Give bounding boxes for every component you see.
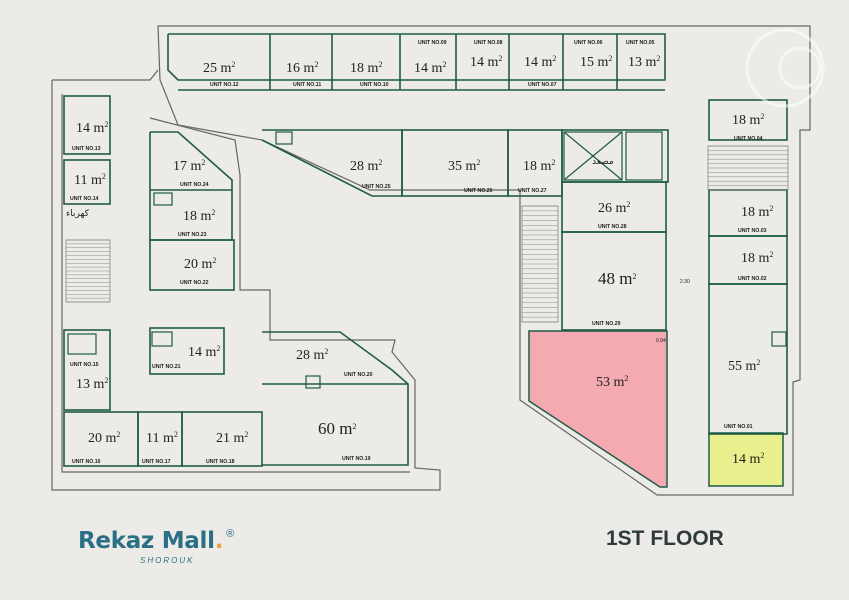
unit-area-label: 18 m2 xyxy=(523,158,555,174)
unit-number-label: UNIT NO.18 xyxy=(206,459,235,465)
unit-number-label: UNIT NO.03 xyxy=(738,228,767,234)
unit-number-label: UNIT NO.25 xyxy=(362,184,391,190)
unit-number-label: UNIT NO.01 xyxy=(724,424,753,430)
unit-number-label: UNIT NO.12 xyxy=(210,82,239,88)
unit-area-label: 16 m2 xyxy=(286,60,318,76)
unit-area-label: 13 m2 xyxy=(76,376,108,392)
unit-number-label: UNIT NO.16 xyxy=(72,459,101,465)
unit-area-label: 11 m2 xyxy=(74,172,106,188)
unit-number-label: UNIT NO.02 xyxy=(738,276,767,282)
unit-area-label: 28 m2 xyxy=(296,347,328,363)
unit-number-label: UNIT NO.23 xyxy=(178,232,207,238)
unit-number-label: UNIT NO.20 xyxy=(344,372,373,378)
unit-number-label: UNIT NO.29 xyxy=(592,321,621,327)
brand-registered-mark: ® xyxy=(226,528,235,540)
unit-area-label: 21 m2 xyxy=(216,430,248,446)
unit-area-label: 28 m2 xyxy=(350,158,382,174)
unit-area-label: 18 m2 xyxy=(350,60,382,76)
unit-number-label: UNIT NO.21 xyxy=(152,364,181,370)
unit-area-label: 14 m2 xyxy=(414,60,446,76)
unit-number-label: UNIT NO.19 xyxy=(342,456,371,462)
brand-subtitle: SHOROUK xyxy=(140,556,195,565)
unit-area-label: 18 m2 xyxy=(183,208,215,224)
dimension-label: 0.94 xyxy=(656,338,666,344)
unit-14-highlight xyxy=(708,432,784,487)
unit-area-label: 18 m2 xyxy=(741,204,773,220)
unit-number-label: UNIT NO.10 xyxy=(360,82,389,88)
unit-area-label: 18 m2 xyxy=(741,250,773,266)
elevator-shafts xyxy=(67,131,787,389)
dimension-label: 2.30 xyxy=(680,279,690,285)
electric-label: كهرباء xyxy=(66,209,90,219)
unit-number-label: UNIT NO.22 xyxy=(180,280,209,286)
brand-name: Rekaz Mall xyxy=(78,528,215,554)
unit-area-label: 14 m2 xyxy=(524,54,556,70)
unit-number-label: UNIT NO.14 xyxy=(70,196,99,202)
unit-number-label: UNIT NO.06 xyxy=(574,40,603,46)
unit-area-label: 15 m2 xyxy=(580,54,612,70)
watermark-logo xyxy=(745,28,825,108)
unit-number-label: UNIT NO.04 xyxy=(734,136,763,142)
building-outline xyxy=(51,25,811,496)
unit-area-label: 35 m2 xyxy=(448,158,480,174)
unit-labels: 25 m2 UNIT NO.12 16 m2 UNIT NO.11 18 m2 UNIT … xyxy=(70,40,773,467)
unit-area-label: 17 m2 xyxy=(173,158,205,174)
unit-number-label: UNIT NO.28 xyxy=(598,224,627,230)
unit-number-label: UNIT NO.05 xyxy=(626,40,655,46)
unit-number-label: UNIT NO.15 xyxy=(70,362,99,368)
brand-logo: Rekaz Mall.® SHOROUK xyxy=(78,528,235,565)
unit-number-label: UNIT NO.07 xyxy=(528,82,557,88)
unit-area-label: 14 m2 xyxy=(470,54,502,70)
unit-walls xyxy=(63,33,788,467)
unit-number-label: UNIT NO.13 xyxy=(72,146,101,152)
unit-number-label: UNIT NO.24 xyxy=(180,182,209,188)
unit-area-label: 53 m2 xyxy=(596,374,628,390)
unit-area-label: 14 m2 xyxy=(188,344,220,360)
floor-title: 1ST FLOOR xyxy=(606,527,724,550)
elevator-label: مصعد xyxy=(592,157,614,167)
unit-number-label: UNIT NO.27 xyxy=(518,188,547,194)
unit-area-label: 14 m2 xyxy=(76,120,108,136)
unit-area-label: 20 m2 xyxy=(88,430,120,446)
unit-area-label: 11 m2 xyxy=(146,430,178,446)
stair-steps xyxy=(66,145,788,323)
unit-area-label: 26 m2 xyxy=(598,200,630,216)
unit-number-label: UNIT NO.11 xyxy=(293,82,321,88)
unit-area-label: 55 m2 xyxy=(728,358,760,374)
unit-area-label: 20 m2 xyxy=(184,256,216,272)
unit-area-label: 13 m2 xyxy=(628,54,660,70)
unit-area-label: 60 m2 xyxy=(318,419,356,438)
unit-number-label: UNIT NO.26 xyxy=(464,188,493,194)
unit-number-label: UNIT NO.09 xyxy=(418,40,447,46)
unit-area-label: 48 m2 xyxy=(598,269,636,288)
unit-number-label: UNIT NO.17 xyxy=(142,459,171,465)
unit-number-label: UNIT NO.08 xyxy=(474,40,503,46)
brand-dot: . xyxy=(214,528,224,554)
unit-area-label: 18 m2 xyxy=(732,112,764,128)
unit-53-highlight xyxy=(528,330,668,488)
unit-area-label: 25 m2 xyxy=(203,60,235,76)
unit-area-label: 14 m2 xyxy=(732,451,764,467)
